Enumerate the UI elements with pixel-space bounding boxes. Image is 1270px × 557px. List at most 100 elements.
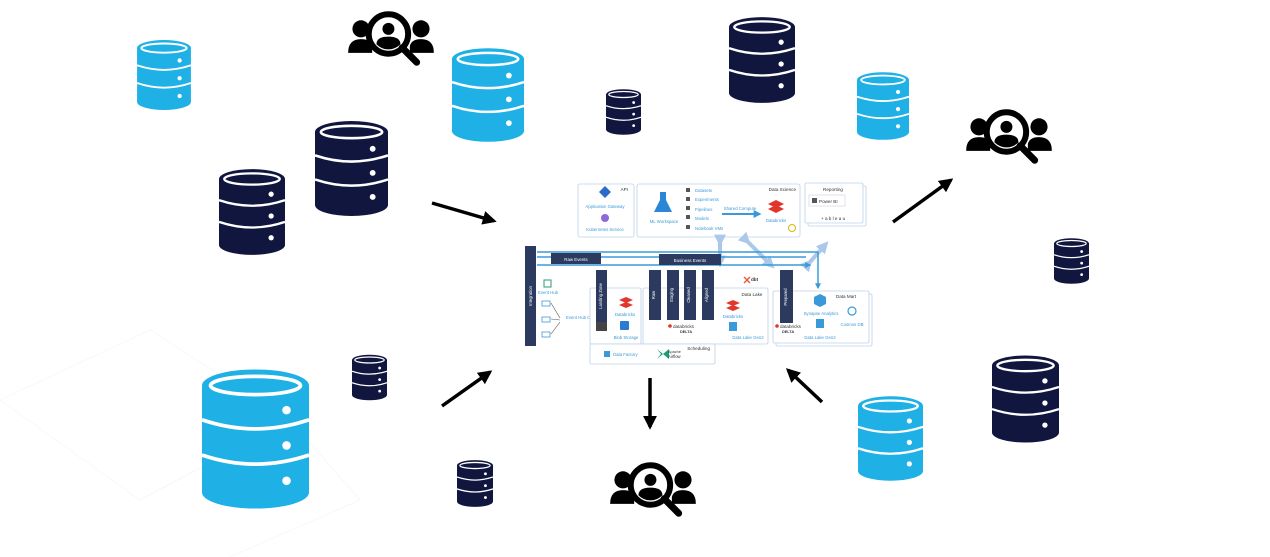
ds-item-pipelines: Pipelines (695, 207, 712, 212)
api-title: API (621, 187, 628, 192)
data-lake-panel: Data Lake Raw Staging Cleaned Aligned da… (642, 270, 769, 345)
power-bi-icon (812, 198, 817, 203)
ingestion-column: Integration Event Hub Event Hub Capture (525, 246, 603, 346)
gateway-icon (599, 186, 611, 198)
lake-databricks-label: Databricks (723, 314, 743, 319)
user-search-icon (966, 112, 1052, 160)
landing-databricks-label: Databricks (615, 312, 635, 317)
list-bullet-icon (686, 206, 690, 210)
architecture-diagram: API Application Gateway Kubernetes Servi… (525, 182, 873, 365)
synapse-icon (814, 294, 826, 307)
database-icon (729, 17, 795, 103)
arrow-icon (785, 368, 824, 404)
blob-storage-label: Blob Storage (614, 335, 639, 340)
delta-word-label: DELTA (680, 330, 692, 334)
ds-item-models: Models (695, 216, 709, 221)
database-icon (858, 396, 923, 481)
kubernetes-icon (601, 214, 609, 222)
tableau-label: + a b l e a u (821, 216, 846, 221)
list-bullet-icon (686, 215, 690, 219)
clock-icon (788, 224, 796, 232)
data-lake-icon (729, 322, 737, 331)
lake-gen2-label: Data Lake Gen2 (732, 335, 764, 340)
data-science-title: Data Science (769, 187, 797, 192)
database-icon (457, 460, 493, 507)
prepared-delta-brand: databricks (780, 324, 802, 329)
airflow-label-a: Apache (668, 350, 681, 354)
arrow-icon (891, 178, 954, 224)
stage-raw-bar: Raw (651, 290, 656, 299)
flask-icon (654, 192, 672, 212)
ds-item-experiments: Experiments (695, 197, 719, 202)
prepared-bar: Prepared (783, 288, 788, 306)
ds-databricks-label: Databricks (766, 218, 786, 223)
shared-compute-label: Shared Compute (724, 206, 757, 211)
data-lake-title: Data Lake (742, 292, 763, 297)
ingestion-label: Integration (528, 285, 533, 305)
stage-staging-bar: Staging (669, 287, 674, 302)
landing-zone-bar: Landing Zone (598, 283, 603, 309)
user-search-icon (610, 465, 696, 513)
reporting-title: Reporting (823, 187, 843, 192)
data-mart-title: Data Mart (836, 294, 857, 299)
ml-workspace-label: ML Workspace (650, 219, 679, 224)
api-panel: API Application Gateway Kubernetes Servi… (577, 183, 635, 238)
capture-icon (541, 331, 551, 338)
capture-icon (541, 316, 551, 323)
database-icon (352, 354, 387, 401)
blob-storage-icon (620, 321, 629, 330)
dbt-icon (743, 276, 751, 284)
stage-cleaned-bar: Cleaned (686, 287, 691, 303)
capture-icon (541, 300, 551, 307)
delta-brand-label: databricks (673, 324, 695, 329)
database-icon (315, 120, 388, 217)
data-science-panel: Data Science ML Workspace Datasets Exper… (636, 183, 801, 238)
airflow-icon (657, 349, 669, 359)
user-search-icon (348, 14, 434, 62)
cosmos-db-label: Cosmos DB (841, 322, 864, 327)
database-icon (1054, 238, 1089, 284)
database-icon (137, 40, 191, 110)
power-bi-label: Power BI (819, 199, 838, 204)
databricks-icon (768, 200, 784, 213)
database-icon (992, 355, 1059, 443)
scheduling-title: Scheduling (687, 346, 710, 351)
ds-item-notebook-vms: Notebook VMs (695, 226, 723, 231)
database-icon (452, 48, 524, 142)
ds-item-datasets: Datasets (695, 188, 712, 193)
mart-gen2-label: Data Lake Gen2 (804, 335, 836, 340)
api-item-kubernetes: Kubernetes Service (586, 227, 624, 232)
database-icon (202, 367, 309, 511)
storage-grid-icon (596, 322, 607, 331)
api-item-gateway: Application Gateway (585, 204, 625, 209)
database-icon (219, 168, 285, 256)
data-lake-icon (816, 319, 824, 328)
prepared-and-mart: Prepared databricks DELTA Data Mart Syna… (772, 270, 873, 347)
arrow-icon (440, 370, 493, 408)
raw-events-bar: Raw Events (564, 257, 588, 262)
stage-aligned-bar: Aligned (704, 287, 709, 302)
airflow-label-b: Airflow (668, 354, 682, 359)
scheduling-panel: Scheduling Data Factory Apache Airflow (589, 343, 716, 365)
database-icon (606, 89, 641, 135)
reporting-panel: Reporting Power BI + a b l e a u (804, 182, 867, 227)
database-icon (857, 71, 909, 141)
event-hub-label: Event Hub (538, 290, 559, 295)
arrow-icon (431, 201, 497, 225)
event-streams: Raw Events Business Events (537, 251, 821, 290)
business-events-bar: Business Events (674, 258, 707, 263)
databricks-icon (619, 297, 633, 308)
prepared-delta-word: DELTA (782, 330, 794, 334)
databricks-icon (726, 300, 740, 311)
capture-label: Event Hub Capture (566, 315, 603, 320)
dbt-label: dbt (751, 277, 759, 282)
cosmos-db-icon (847, 306, 857, 316)
synapse-label: Synapse Analytics (804, 311, 839, 316)
list-bullet-icon (686, 197, 690, 201)
list-bullet-icon (686, 225, 690, 229)
data-factory-icon (604, 351, 610, 357)
event-hub-icon (543, 279, 552, 288)
flow-connectors (714, 231, 829, 273)
landing-zone: Landing Zone Databricks Blob Storage (589, 270, 658, 345)
